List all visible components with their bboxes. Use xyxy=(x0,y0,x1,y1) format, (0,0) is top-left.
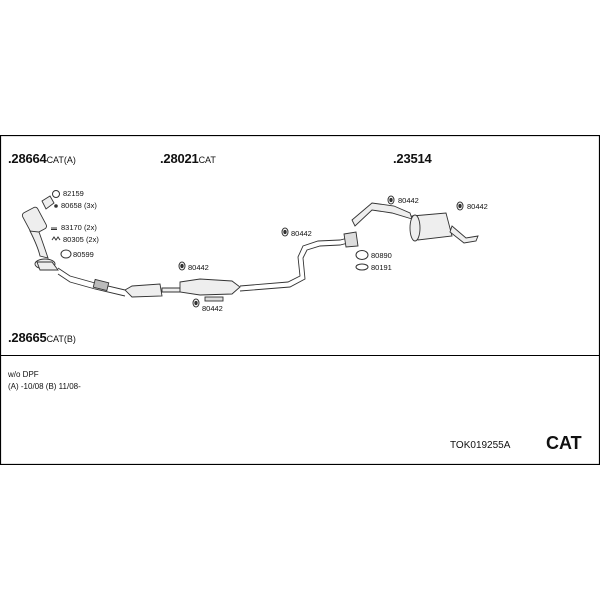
front-catalytic-converter xyxy=(21,195,59,271)
label-83170: 83170 (2x) xyxy=(61,223,97,232)
gasket-80890-icon xyxy=(355,250,369,260)
label-80305: 80305 (2x) xyxy=(63,235,99,244)
bolt-80658-icon xyxy=(54,204,58,208)
gasket-80599-icon xyxy=(60,249,72,259)
clamp-82159-icon xyxy=(52,190,60,198)
part-28665-suffix: CAT(B) xyxy=(46,334,76,344)
label-80442-rear-right: 80442 xyxy=(467,202,488,211)
label-80658: 80658 (3x) xyxy=(61,201,97,210)
part-28665-number: .28665 xyxy=(8,330,47,345)
intermediate-pipe xyxy=(239,231,359,292)
label-80599: 80599 xyxy=(73,250,94,259)
diagram-code: TOK019255A xyxy=(450,440,511,451)
hardware-icons xyxy=(51,190,464,308)
label-82159: 82159 xyxy=(63,189,84,198)
part-23514-number: .23514 xyxy=(393,151,432,166)
label-80442-pipe: 80442 xyxy=(291,229,312,238)
label-80191: 80191 xyxy=(371,263,392,272)
label-80442-rear-left: 80442 xyxy=(398,196,419,205)
note-dates: (A) -10/08 (B) 11/08- xyxy=(8,382,81,391)
part-28665: .28665CAT(B) xyxy=(8,331,76,344)
spring-80305-icon xyxy=(51,236,61,241)
part-28021-number: .28021 xyxy=(160,151,199,166)
front-pipe xyxy=(57,267,126,297)
part-28664-number: .28664 xyxy=(8,151,47,166)
rubber-mount-icon xyxy=(178,195,464,308)
part-23514: .23514 xyxy=(393,152,432,165)
part-28021-suffix: CAT xyxy=(198,155,216,165)
middle-silencer xyxy=(124,278,241,302)
cat-brand-label: CAT xyxy=(546,433,582,453)
label-80890: 80890 xyxy=(371,251,392,260)
ring-80191-icon xyxy=(355,263,369,271)
label-80442-mid-top: 80442 xyxy=(188,263,209,272)
rear-muffler xyxy=(351,202,479,244)
bolt-83170-icon xyxy=(51,227,57,230)
part-28664: .28664CAT(A) xyxy=(8,152,76,165)
label-80442-mid-bottom: 80442 xyxy=(202,304,223,313)
part-28021: .28021CAT xyxy=(160,152,216,165)
note-dpf: w/o DPF xyxy=(8,370,39,379)
part-28664-suffix: CAT(A) xyxy=(46,155,76,165)
